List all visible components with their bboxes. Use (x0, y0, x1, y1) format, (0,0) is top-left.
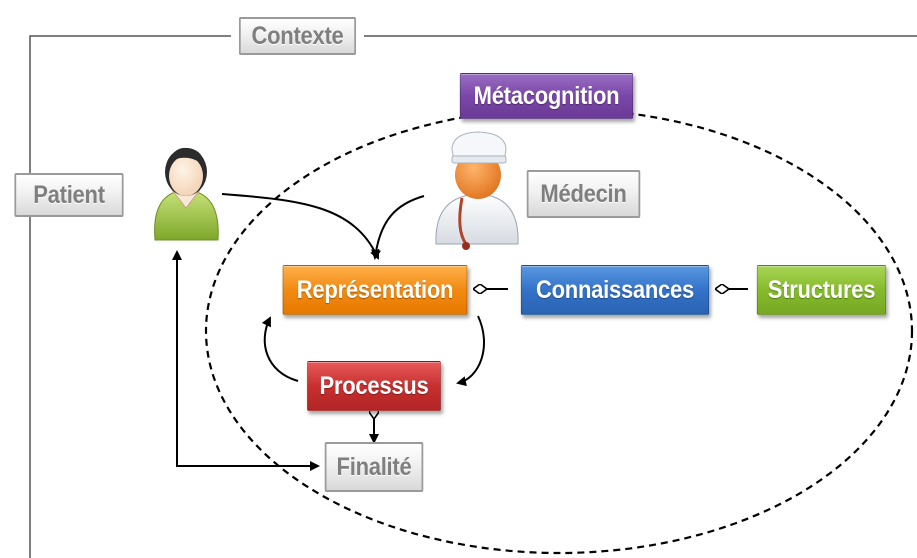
structures-box: Structures (756, 265, 887, 315)
arrow-representation-processus (456, 315, 486, 387)
processus-box: Processus (307, 361, 441, 411)
patient-label: Patient (14, 173, 124, 217)
representation-box: Représentation (282, 265, 468, 315)
medecin-label: Médecin (526, 170, 641, 218)
metacognition-box: Métacognition (459, 73, 634, 119)
context-frame (29, 35, 917, 558)
medecin-icon (435, 131, 519, 250)
patient-icon (154, 147, 219, 241)
arrow-medecin-representation (371, 195, 425, 260)
arrow-processus-representation (261, 316, 299, 382)
connaissances-box: Connaissances (520, 265, 710, 315)
arrow-patient-representation (221, 193, 380, 260)
contexte-label: Contexte (238, 17, 357, 55)
finalite-label: Finalité (324, 442, 424, 492)
